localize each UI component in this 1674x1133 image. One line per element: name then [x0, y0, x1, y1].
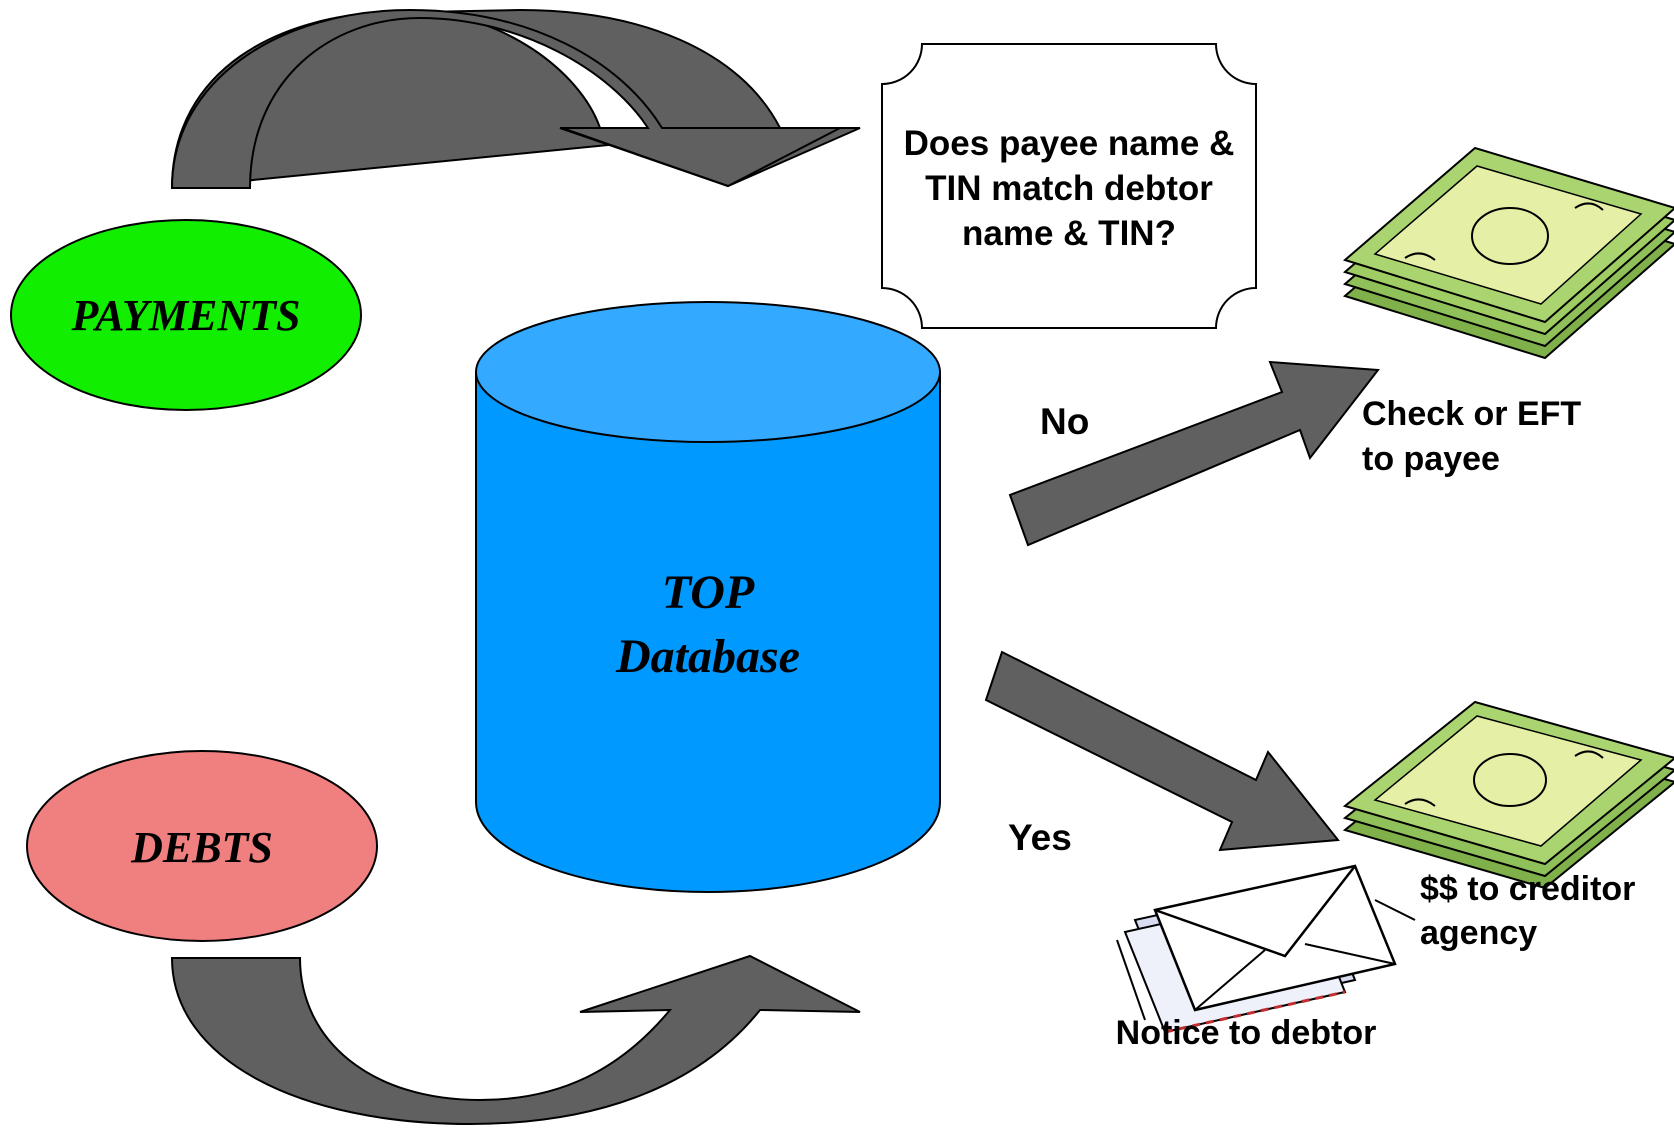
creditor-outcome-line-2: agency — [1420, 914, 1537, 952]
decision-line-1: Does payee name & — [904, 124, 1235, 163]
debtor-outcome-label: Notice to debtor — [1116, 1014, 1377, 1052]
database-label-line2: Database — [615, 630, 800, 683]
creditor-outcome-line-1: $$ to creditor — [1420, 870, 1635, 908]
yes-branch-arrow — [984, 650, 1340, 852]
debts-node — [26, 750, 378, 942]
yes-branch-label: Yes — [1008, 817, 1072, 858]
top-database-node — [475, 301, 941, 894]
no-branch-arrow — [1008, 360, 1380, 547]
payee-outcome-line-1: Check or EFT — [1362, 395, 1581, 433]
decision-box — [881, 43, 1257, 329]
money-stack-icon — [1342, 146, 1674, 360]
database-top — [475, 301, 941, 443]
debts-curved-arrow — [170, 954, 861, 1126]
money-stack-icon — [1342, 700, 1674, 890]
payments-curved-arrow-body — [170, 8, 841, 189]
database-body — [475, 371, 941, 894]
payee-outcome-line-2: to payee — [1362, 440, 1500, 478]
database-label-line1: TOP — [662, 566, 755, 619]
payments-label: PAYMENTS — [70, 291, 300, 340]
decision-line-3: name & TIN? — [962, 214, 1176, 253]
envelope-icon — [1116, 864, 1416, 1034]
debts-label: DEBTS — [130, 823, 273, 872]
payments-node — [10, 219, 362, 411]
no-branch-label: No — [1040, 401, 1089, 442]
decision-line-2: TIN match debtor — [925, 169, 1213, 208]
